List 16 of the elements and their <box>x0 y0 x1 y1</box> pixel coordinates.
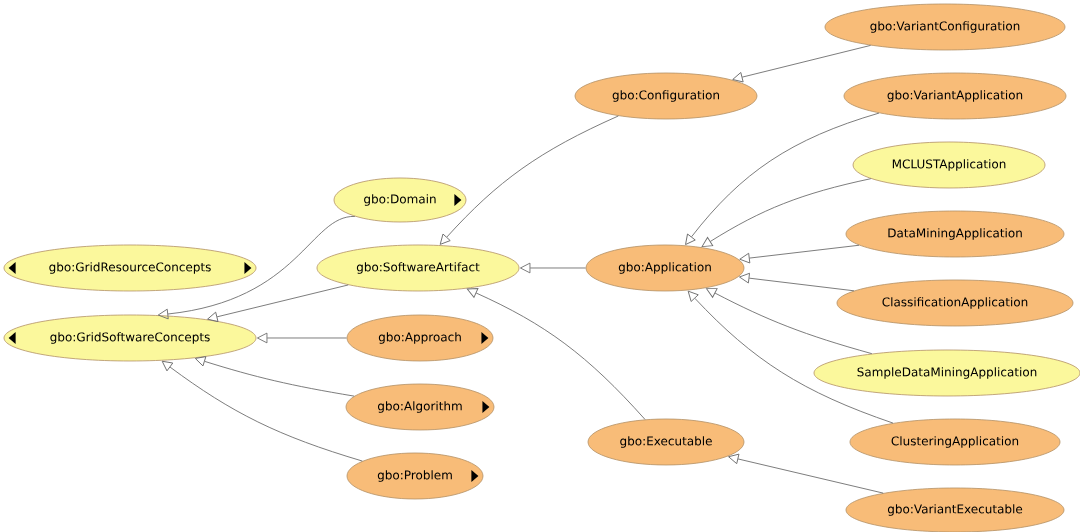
arrow <box>687 290 894 424</box>
arrow <box>194 356 355 397</box>
arrow <box>739 272 855 292</box>
arrow <box>207 284 349 323</box>
arrow <box>728 453 884 494</box>
arrow <box>732 44 872 83</box>
arrow <box>701 178 872 248</box>
arrow <box>739 244 860 264</box>
arrow <box>161 360 363 462</box>
arrow <box>705 288 873 355</box>
arrow <box>439 115 619 245</box>
arrow <box>466 288 646 420</box>
arrow <box>519 262 587 274</box>
arrow <box>256 332 348 344</box>
arrow <box>157 215 356 320</box>
arrow <box>685 112 880 245</box>
